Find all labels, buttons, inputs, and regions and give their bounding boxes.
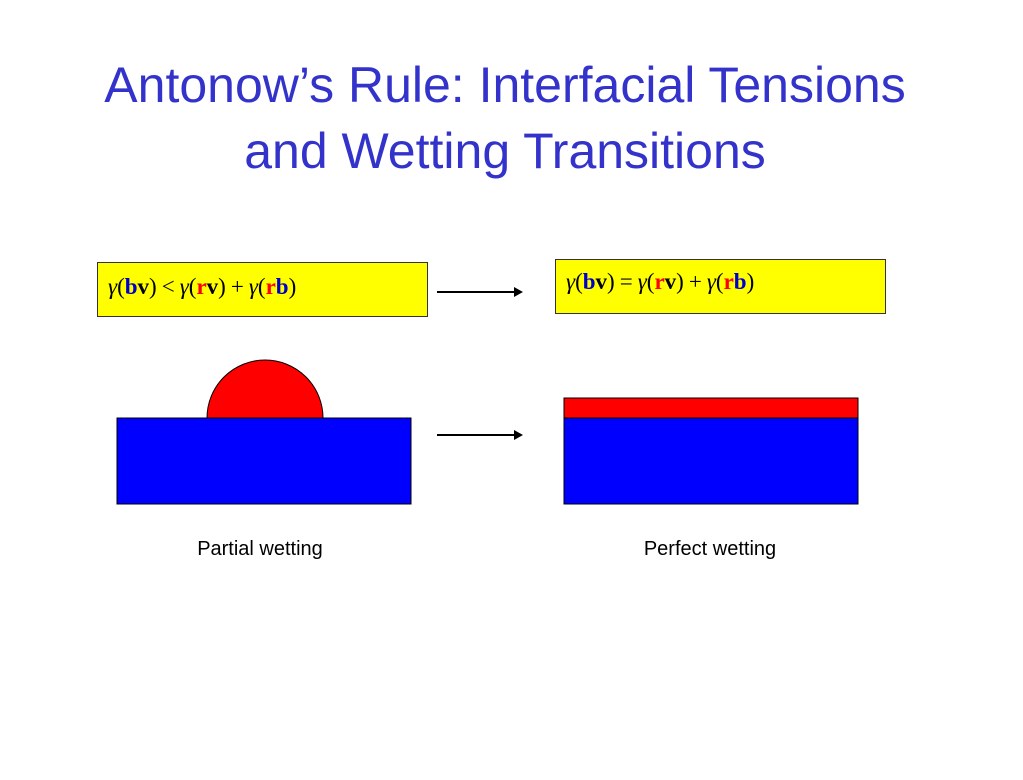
caption-perfect-wetting: Perfect wetting — [643, 538, 777, 560]
symbol-v: v — [137, 273, 150, 299]
gamma-symbol: γ — [706, 268, 716, 294]
paren-open: ( — [715, 268, 724, 294]
symbol-b: b — [124, 273, 138, 299]
less-than-operator: < — [161, 273, 175, 299]
paren-open: ( — [257, 273, 266, 299]
gamma-symbol: γ — [566, 268, 576, 294]
perfect-wetting-diagram — [563, 397, 859, 505]
liquid-film — [563, 397, 859, 419]
plus-operator: + — [688, 268, 702, 294]
paren-close: ) — [607, 268, 615, 294]
symbol-r: r — [265, 273, 276, 299]
symbol-b: b — [275, 273, 289, 299]
title-line-2: and Wetting Transitions — [244, 123, 766, 179]
paren-open: ( — [188, 273, 197, 299]
gamma-symbol: γ — [108, 273, 118, 299]
equals-operator: = — [619, 268, 633, 294]
paren-close: ) — [676, 268, 684, 294]
plus-operator: + — [230, 273, 244, 299]
transition-arrow-diagram — [437, 430, 523, 440]
gamma-symbol: γ — [637, 268, 647, 294]
symbol-v: v — [206, 273, 219, 299]
transition-arrow-formula — [437, 287, 523, 297]
symbol-v: v — [595, 268, 608, 294]
symbol-b: b — [733, 268, 747, 294]
paren-open: ( — [575, 268, 583, 294]
symbol-v: v — [664, 268, 677, 294]
paren-close: ) — [288, 273, 297, 299]
gamma-symbol: γ — [179, 273, 189, 299]
paren-close: ) — [218, 273, 226, 299]
title-line-1: Antonow’s Rule: Interfacial Tensions — [104, 57, 906, 113]
caption-partial-wetting: Partial wetting — [197, 538, 323, 560]
paren-open: ( — [646, 268, 655, 294]
partial-wetting-diagram — [116, 359, 412, 505]
gamma-symbol: γ — [248, 273, 258, 299]
liquid-droplet — [206, 359, 324, 419]
slide-title: Antonow’s Rule: Interfacial Tensions and… — [0, 52, 1010, 184]
symbol-r: r — [654, 268, 665, 294]
paren-open: ( — [117, 273, 125, 299]
paren-close: ) — [149, 273, 157, 299]
symbol-b: b — [582, 268, 596, 294]
symbol-r: r — [196, 273, 207, 299]
substrate-block — [563, 417, 859, 505]
paren-close: ) — [746, 268, 755, 294]
substrate-block — [116, 417, 412, 505]
symbol-r: r — [723, 268, 734, 294]
